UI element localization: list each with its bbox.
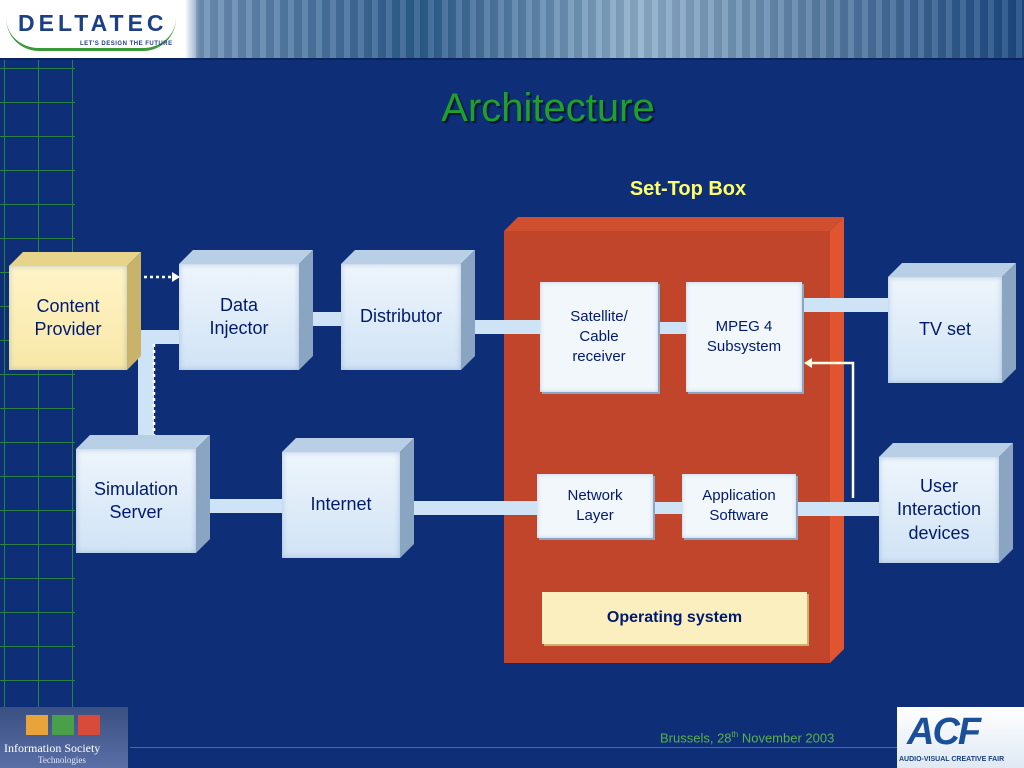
- tv-set-box: TV set: [888, 263, 1016, 383]
- simulation-server-label: Simulation Server: [76, 449, 196, 553]
- header-photo: [190, 0, 1024, 58]
- connector-internet-network: [410, 501, 538, 515]
- is-logo-tile-2: [52, 715, 74, 735]
- is-logo-tile-3: [78, 715, 100, 735]
- tv-set-label: TV set: [888, 277, 1002, 383]
- connector-simulation-internet: [210, 499, 282, 513]
- connector-application-user: [796, 502, 880, 516]
- mpeg4-subsystem: MPEG 4 Subsystem: [686, 282, 802, 392]
- data-injector-box: Data Injector: [179, 250, 313, 370]
- footer-date: Brussels, 28th November 2003: [660, 730, 834, 745]
- footer-date-prefix: Brussels, 28: [660, 730, 732, 746]
- set-top-box-top: [504, 217, 844, 231]
- set-top-box-side: [830, 217, 844, 663]
- satellite-cable-receiver: Satellite/ Cable receiver: [540, 282, 658, 392]
- slide-title: Architecture: [441, 86, 655, 130]
- header-divider: [0, 58, 1024, 60]
- distributor-box: Distributor: [341, 250, 475, 370]
- acf-logo-text: ACF: [907, 711, 981, 753]
- connector-satellite-mpeg: [658, 322, 688, 334]
- information-society-logo: Information Society Technologies: [0, 707, 128, 768]
- set-top-box-label: Set-Top Box: [629, 178, 747, 200]
- is-logo-tile-1: [26, 715, 48, 735]
- footer-divider: [130, 747, 898, 748]
- application-software: Application Software: [682, 474, 796, 538]
- data-injector-label: Data Injector: [179, 264, 299, 370]
- user-interaction-label: User Interaction devices: [879, 457, 999, 563]
- is-logo-text: Information Society: [4, 741, 101, 755]
- connector-injector-distributor: [310, 312, 342, 326]
- network-layer: Network Layer: [537, 474, 653, 538]
- operating-system: Operating system: [542, 592, 807, 644]
- connector-distributor-satellite: [470, 320, 540, 334]
- content-provider-label: Content Provider: [9, 266, 127, 370]
- connector-network-application: [653, 502, 683, 514]
- deltatec-logo: DELTATEC: [18, 10, 168, 36]
- acf-logo: ACF AUDIO-VISUAL CREATIVE FAIR: [897, 707, 1024, 768]
- simulation-server-box: Simulation Server: [76, 435, 210, 553]
- connector-simulation-vertical: [138, 330, 154, 440]
- internet-box: Internet: [282, 438, 414, 558]
- arrow-user-mpeg: [812, 361, 855, 498]
- deltatec-logo-swoosh: [6, 18, 176, 51]
- user-interaction-box: User Interaction devices: [879, 443, 1013, 563]
- internet-label: Internet: [282, 452, 400, 558]
- content-provider-box: Content Provider: [9, 252, 141, 370]
- arrowhead-provider-injector: [172, 272, 180, 282]
- distributor-label: Distributor: [341, 264, 461, 370]
- footer-date-suffix: November 2003: [738, 730, 835, 746]
- connector-mpeg-tvset: [803, 298, 889, 312]
- footer-date-sup: th: [731, 730, 739, 739]
- acf-logo-subtext: AUDIO-VISUAL CREATIVE FAIR: [899, 756, 1005, 763]
- grid-decoration: [0, 60, 75, 710]
- is-logo-subtext: Technologies: [38, 755, 86, 765]
- deltatec-tagline: LET'S DESIGN THE FUTURE: [80, 41, 173, 47]
- arrowhead-user-mpeg: [804, 358, 812, 368]
